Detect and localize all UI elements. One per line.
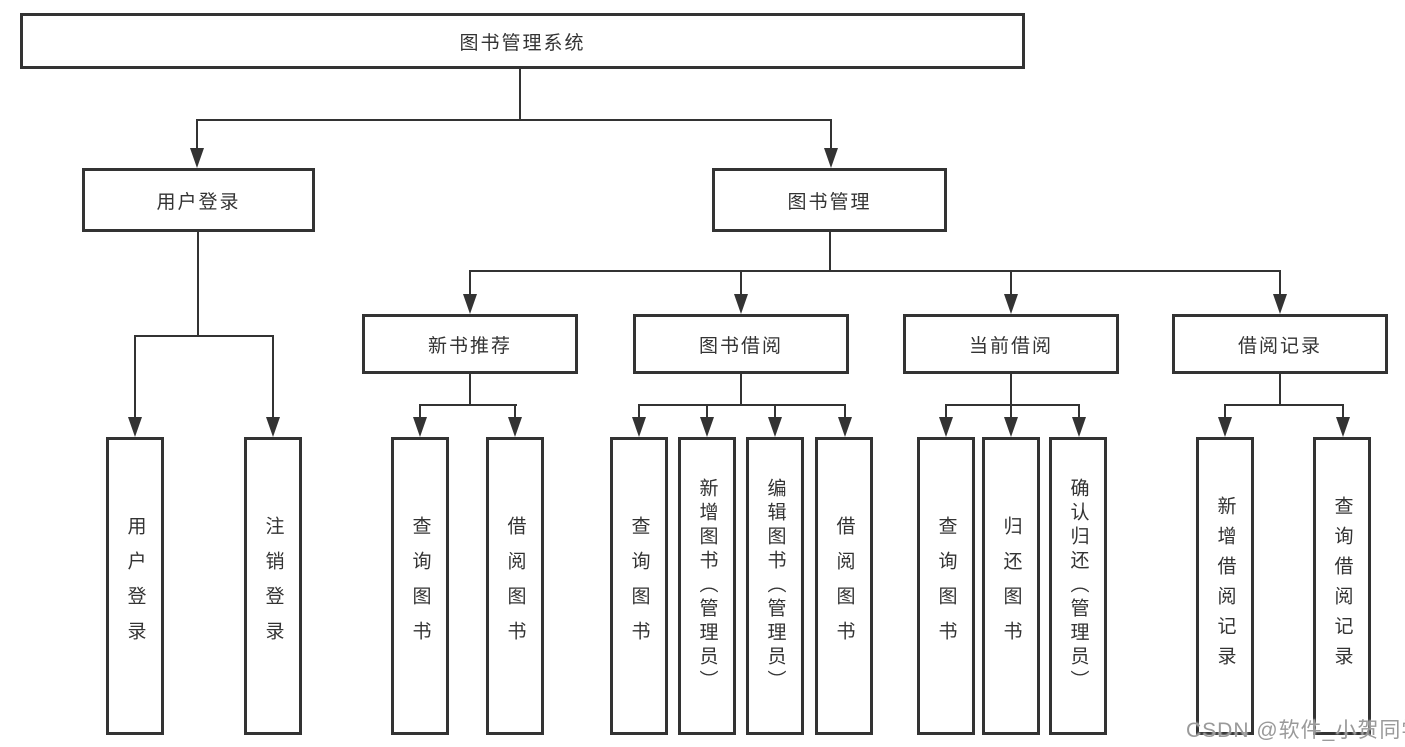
leaf-book-borrow-3: 编辑图书（管理员） bbox=[746, 437, 804, 735]
arrow-to-new-book-2 bbox=[508, 417, 522, 437]
leaf-borrow-records-1-label: 新增借阅记录 bbox=[1214, 496, 1236, 676]
node-current-borrow-label: 当前借阅 bbox=[968, 335, 1053, 357]
connector-drop-records-2 bbox=[1342, 404, 1344, 418]
connector-drop-user-login-2 bbox=[272, 335, 274, 418]
leaf-book-borrow-4: 借阅图书 bbox=[815, 437, 873, 735]
leaf-current-borrow-3-label: 确认归还（管理员） bbox=[1067, 478, 1089, 694]
node-new-book-recommend-label: 新书推荐 bbox=[427, 335, 512, 357]
connector-drop-book-borrow-2 bbox=[706, 404, 708, 418]
leaf-user-login-2-label: 注销登录 bbox=[262, 516, 284, 656]
connector-book-management-hbar bbox=[469, 270, 1281, 272]
leaf-borrow-records-2-label: 查询借阅记录 bbox=[1331, 496, 1353, 676]
connector-user-login-hbar bbox=[134, 335, 274, 337]
leaf-borrow-records-2: 查询借阅记录 bbox=[1313, 437, 1371, 735]
connector-drop-new-book-1 bbox=[419, 404, 421, 418]
leaf-user-login-2: 注销登录 bbox=[244, 437, 302, 735]
arrow-to-borrow-records-1 bbox=[1218, 417, 1232, 437]
arrow-to-current-borrow-2 bbox=[1004, 417, 1018, 437]
connector-drop-user-login bbox=[196, 119, 198, 149]
leaf-current-borrow-1-label: 查询图书 bbox=[935, 516, 957, 656]
node-book-borrow-label: 图书借阅 bbox=[698, 335, 783, 357]
leaf-current-borrow-3: 确认归还（管理员） bbox=[1049, 437, 1107, 735]
connector-drop-borrow-records bbox=[1279, 270, 1281, 294]
arrow-to-new-book-recommend bbox=[463, 294, 477, 314]
arrow-to-book-borrow-1 bbox=[632, 417, 646, 437]
connector-drop-records-1 bbox=[1224, 404, 1226, 418]
leaf-current-borrow-1: 查询图书 bbox=[917, 437, 975, 735]
leaf-new-book-2-label: 借阅图书 bbox=[504, 516, 526, 656]
connector-drop-book-borrow-1 bbox=[638, 404, 640, 418]
watermark: CSDN @软件_小贺同学 bbox=[1186, 719, 1405, 742]
arrow-to-new-book-1 bbox=[413, 417, 427, 437]
node-root: 图书管理系统 bbox=[20, 13, 1025, 69]
node-borrow-records: 借阅记录 bbox=[1172, 314, 1388, 374]
connector-drop-new-book-2 bbox=[514, 404, 516, 418]
arrow-to-current-borrow-1 bbox=[939, 417, 953, 437]
leaf-current-borrow-2: 归还图书 bbox=[982, 437, 1040, 735]
connector-drop-current-2 bbox=[1010, 404, 1012, 418]
connector-current-borrow-hbar bbox=[945, 404, 1080, 406]
arrow-to-book-borrow-3 bbox=[768, 417, 782, 437]
connector-drop-new-book bbox=[469, 270, 471, 294]
arrow-to-current-borrow bbox=[1004, 294, 1018, 314]
arrow-to-user-login bbox=[190, 148, 204, 168]
arrow-to-book-borrow bbox=[734, 294, 748, 314]
node-current-borrow: 当前借阅 bbox=[903, 314, 1119, 374]
node-new-book-recommend: 新书推荐 bbox=[362, 314, 578, 374]
connector-user-login-stem bbox=[197, 232, 199, 337]
connector-root-hbar bbox=[196, 119, 832, 121]
leaf-book-borrow-4-label: 借阅图书 bbox=[833, 516, 855, 656]
node-book-management-label: 图书管理 bbox=[787, 191, 872, 213]
connector-drop-user-login-1 bbox=[134, 335, 136, 418]
connector-drop-book-management bbox=[830, 119, 832, 149]
leaf-borrow-records-1: 新增借阅记录 bbox=[1196, 437, 1254, 735]
arrow-to-borrow-records-2 bbox=[1336, 417, 1350, 437]
connector-root-stem bbox=[519, 69, 521, 121]
node-book-management: 图书管理 bbox=[712, 168, 947, 232]
leaf-user-login-1: 用户登录 bbox=[106, 437, 164, 735]
connector-drop-book-borrow bbox=[740, 270, 742, 294]
leaf-book-borrow-2-label: 新增图书（管理员） bbox=[696, 478, 718, 694]
connector-book-borrow-stem bbox=[740, 374, 742, 406]
connector-drop-current-1 bbox=[945, 404, 947, 418]
leaf-book-borrow-1: 查询图书 bbox=[610, 437, 668, 735]
node-user-login: 用户登录 bbox=[82, 168, 315, 232]
arrow-to-book-borrow-2 bbox=[700, 417, 714, 437]
leaf-new-book-2: 借阅图书 bbox=[486, 437, 544, 735]
connector-book-borrow-hbar bbox=[638, 404, 846, 406]
connector-drop-book-borrow-4 bbox=[844, 404, 846, 418]
connector-borrow-records-hbar bbox=[1224, 404, 1344, 406]
node-borrow-records-label: 借阅记录 bbox=[1237, 335, 1322, 357]
connector-new-book-stem bbox=[469, 374, 471, 406]
leaf-user-login-1-label: 用户登录 bbox=[124, 516, 146, 656]
leaf-book-borrow-3-label: 编辑图书（管理员） bbox=[764, 478, 786, 694]
arrow-to-book-borrow-4 bbox=[838, 417, 852, 437]
leaf-new-book-1-label: 查询图书 bbox=[409, 516, 431, 656]
leaf-current-borrow-2-label: 归还图书 bbox=[1000, 516, 1022, 656]
connector-borrow-records-stem bbox=[1279, 374, 1281, 406]
arrow-to-book-management bbox=[824, 148, 838, 168]
arrow-to-current-borrow-3 bbox=[1072, 417, 1086, 437]
connector-drop-current-borrow bbox=[1010, 270, 1012, 294]
arrow-to-user-login-1 bbox=[128, 417, 142, 437]
leaf-new-book-1: 查询图书 bbox=[391, 437, 449, 735]
connector-drop-book-borrow-3 bbox=[774, 404, 776, 418]
connector-book-management-stem bbox=[829, 232, 831, 272]
leaf-book-borrow-2: 新增图书（管理员） bbox=[678, 437, 736, 735]
connector-current-borrow-stem bbox=[1010, 374, 1012, 406]
arrow-to-borrow-records bbox=[1273, 294, 1287, 314]
connector-drop-current-3 bbox=[1078, 404, 1080, 418]
connector-new-book-hbar bbox=[419, 404, 517, 406]
node-book-borrow: 图书借阅 bbox=[633, 314, 849, 374]
node-user-login-label: 用户登录 bbox=[156, 191, 241, 213]
leaf-book-borrow-1-label: 查询图书 bbox=[628, 516, 650, 656]
node-root-label: 图书管理系统 bbox=[459, 32, 586, 54]
arrow-to-user-login-2 bbox=[266, 417, 280, 437]
